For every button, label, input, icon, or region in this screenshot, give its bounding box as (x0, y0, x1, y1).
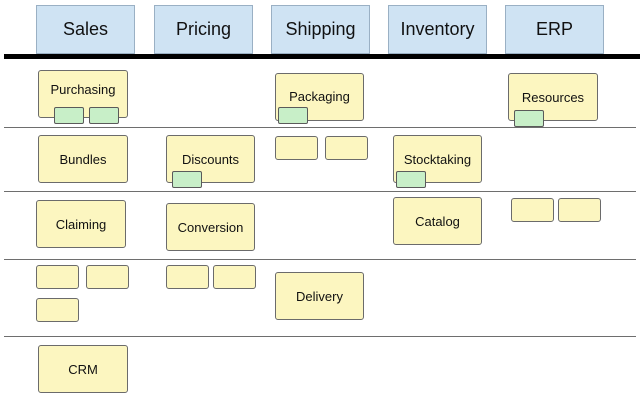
card-label: Stocktaking (403, 151, 472, 167)
tag-chip[interactable] (396, 171, 426, 188)
column-header-erp[interactable]: ERP (505, 5, 604, 54)
card-label: Packaging (289, 88, 350, 104)
blank-card[interactable] (511, 198, 554, 222)
tag-chip[interactable] (514, 110, 544, 127)
card-label: Catalog (415, 213, 460, 229)
card-crm[interactable]: CRM (38, 345, 128, 393)
card-label: Purchasing (50, 81, 116, 97)
column-header-inventory[interactable]: Inventory (388, 5, 487, 54)
blank-card[interactable] (166, 265, 209, 289)
tag-chip[interactable] (278, 107, 308, 124)
blank-card[interactable] (86, 265, 129, 289)
column-header-sales[interactable]: Sales (36, 5, 135, 54)
column-header-shipping[interactable]: Shipping (271, 5, 370, 54)
row-divider (4, 127, 636, 128)
blank-card[interactable] (36, 298, 79, 322)
blank-card[interactable] (325, 136, 368, 160)
card-label: Claiming (55, 216, 107, 232)
card-bundles[interactable]: Bundles (38, 135, 128, 183)
blank-card[interactable] (275, 136, 318, 160)
row-divider (4, 191, 636, 192)
card-label: Resources (521, 89, 585, 105)
column-header-pricing[interactable]: Pricing (154, 5, 253, 54)
card-label: CRM (68, 361, 98, 377)
card-label: Bundles (59, 151, 107, 167)
blank-card[interactable] (558, 198, 601, 222)
card-claiming[interactable]: Claiming (36, 200, 126, 248)
blank-card[interactable] (36, 265, 79, 289)
header-divider (4, 54, 640, 59)
tag-chip[interactable] (54, 107, 84, 124)
card-conversion[interactable]: Conversion (166, 203, 255, 251)
row-divider (4, 336, 636, 337)
card-catalog[interactable]: Catalog (393, 197, 482, 245)
row-divider (4, 259, 636, 260)
blank-card[interactable] (213, 265, 256, 289)
card-delivery[interactable]: Delivery (275, 272, 364, 320)
card-label: Discounts (181, 151, 240, 167)
card-label: Conversion (177, 219, 244, 235)
tag-chip[interactable] (172, 171, 202, 188)
card-label: Delivery (296, 288, 343, 304)
tag-chip[interactable] (89, 107, 119, 124)
